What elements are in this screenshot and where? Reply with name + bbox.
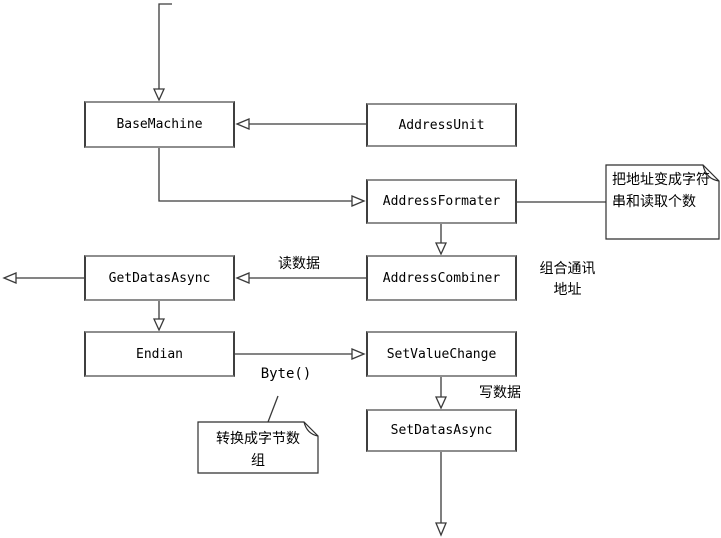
node-endian: Endian (84, 331, 235, 377)
arrowhead-down-setdatasasync (434, 396, 448, 410)
arrowhead-down-basemachine (152, 88, 166, 102)
edge-label-byte-call: Byte() (260, 366, 312, 382)
node-addresscombiner: AddressCombiner (366, 255, 517, 301)
edge-byte-note-leader (267, 395, 279, 423)
node-addressunit: AddressUnit (366, 103, 517, 147)
arrowhead-down-out (435, 522, 447, 537)
arrowhead-down-addresscombiner (434, 242, 448, 256)
arrowhead-right-addressformater (351, 195, 366, 207)
node-getdatasasync: GetDatasAsync (84, 255, 235, 301)
note-fold-address-formater (702, 164, 720, 182)
arrowhead-left-getdatasasync (235, 272, 250, 284)
node-addressunit-label: AddressUnit (398, 117, 485, 133)
arrowhead-left-out (2, 272, 17, 284)
node-addressformater-label: AddressFormater (382, 194, 501, 209)
note-shape-endian (197, 421, 319, 474)
edge-basemachine-to-addressformater (158, 148, 352, 202)
note-endian-text: 转换成字节数组 (216, 431, 300, 469)
arrowhead-right-setvaluechange (351, 348, 366, 360)
note-address-formater-text: 把地址变成字符串和读取个数 (612, 172, 710, 210)
edge-label-combine-address: 组合通讯 地址 (539, 261, 596, 298)
node-endian-label: Endian (136, 346, 183, 362)
note-fold-endian (303, 421, 319, 437)
edge-label-read-data: 读数据 (278, 256, 320, 272)
node-basemachine: BaseMachine (84, 101, 235, 148)
arrowhead-left-basemachine (235, 118, 250, 130)
node-addressformater: AddressFormater (366, 179, 517, 224)
node-basemachine-label: BaseMachine (116, 117, 203, 132)
node-setvaluechange-label: SetValueChange (386, 346, 497, 362)
node-addresscombiner-label: AddressCombiner (382, 270, 501, 286)
arrowhead-down-endian (152, 318, 166, 332)
node-getdatasasync-label: GetDatasAsync (108, 270, 211, 286)
edge-label-write-data: 写数据 (479, 385, 521, 401)
edge-top-to-basemachine (158, 3, 172, 90)
node-setdatasasync: SetDatasAsync (366, 409, 517, 452)
node-setvaluechange: SetValueChange (366, 331, 517, 377)
node-setdatasasync-label: SetDatasAsync (390, 423, 493, 438)
note-shape-address-formater (605, 164, 720, 240)
